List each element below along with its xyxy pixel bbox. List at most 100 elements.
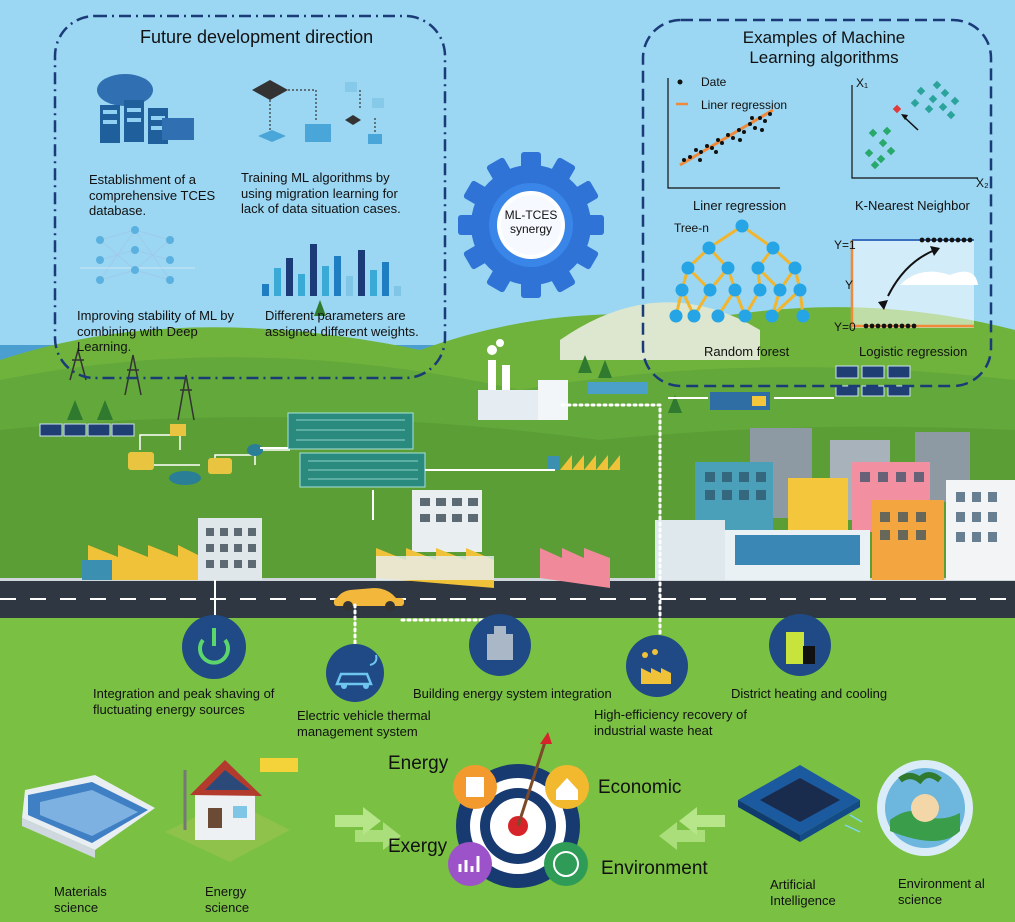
rf-edge (708, 224, 743, 250)
lr-point (694, 148, 698, 152)
field-energy: Energy science (205, 884, 250, 915)
rf-node (703, 283, 717, 297)
logit-dot-y1 (925, 237, 931, 243)
logistic-regression-chart (850, 237, 978, 329)
logit-y0: Y=0 (834, 320, 856, 334)
logit-dot-y0 (905, 323, 911, 329)
future-panel-title: Future development direction (140, 27, 374, 47)
factory-top (478, 339, 648, 420)
rf-node (793, 283, 807, 297)
ai-chip-icon (738, 765, 863, 842)
logit-dot-y0 (899, 323, 905, 329)
rf-tree-label: Tree-n (674, 221, 709, 235)
logit-dot-y1 (961, 237, 967, 243)
rf-node (766, 241, 780, 255)
ml-panel-title: Examples of Machine Learning algorithms (742, 28, 906, 68)
field-environment: Environment al science (898, 876, 985, 907)
rf-node (711, 309, 725, 323)
rf-node (788, 261, 802, 275)
rf-node (687, 309, 701, 323)
future-item-weights: Different parameters are assigned differ… (265, 308, 419, 339)
logit-dot-y0 (893, 323, 899, 329)
lr-point (682, 158, 686, 162)
lr-point (742, 130, 746, 134)
target-energy: Energy (388, 753, 449, 774)
rf-name: Random forest (704, 344, 790, 359)
database-icon (97, 74, 194, 144)
field-ai: Artificial Intelligence (770, 877, 836, 908)
app-energy-sources: Integration and peak shaving of fluctuat… (93, 686, 275, 717)
storage-modules (287, 412, 426, 488)
logit-dot-y0 (863, 323, 869, 329)
factory-small (548, 455, 620, 470)
lr-point (698, 158, 702, 162)
logit-dot-y1 (919, 237, 925, 243)
rf-node (669, 309, 683, 323)
lr-point (726, 133, 730, 137)
lr-point (768, 112, 772, 116)
logit-dot-y0 (911, 323, 917, 329)
lr-point (750, 116, 754, 120)
logit-dot-y1 (955, 237, 961, 243)
nn-nodes (96, 226, 174, 284)
logit-dot-y0 (881, 323, 887, 329)
lr-point (738, 138, 742, 142)
app-ev-thermal: Electric vehicle thermal management syst… (297, 708, 431, 739)
mountain-shape (560, 302, 760, 360)
target-economic: Economic (598, 777, 682, 798)
app-waste-heat: High-efficiency recovery of industrial w… (594, 707, 747, 738)
lr-point (714, 150, 718, 154)
rf-node (735, 219, 749, 233)
rf-node (773, 283, 787, 297)
lr-point (705, 144, 709, 148)
lr-legend-line: Liner regression (701, 98, 788, 112)
lr-point (753, 126, 757, 130)
lr-point (760, 128, 764, 132)
lr-point (758, 116, 762, 120)
rf-node (753, 283, 767, 297)
rf-node (702, 241, 716, 255)
rf-node (765, 309, 779, 323)
logit-dot-y1 (931, 237, 937, 243)
logit-dot-y1 (937, 237, 943, 243)
app-building-energy: Building energy system integration (413, 686, 612, 701)
lr-point (763, 119, 767, 123)
target-exergy: Exergy (388, 836, 448, 857)
future-item-database: Establishment of a comprehensive TCES da… (89, 172, 216, 219)
future-item-transfer-learning: Training ML algorithms by using migratio… (241, 170, 401, 217)
rf-node (738, 309, 752, 323)
lr-point (731, 136, 735, 140)
linear-regression-chart (667, 78, 780, 189)
lr-name: Liner regression (693, 198, 787, 213)
lr-point (710, 146, 714, 150)
flow-arrows (335, 807, 725, 850)
materials-science-icon (22, 775, 155, 858)
logit-y: Y (845, 278, 854, 292)
factory-left (82, 518, 262, 580)
target-environment: Environment (601, 858, 708, 879)
application-icons (182, 614, 831, 702)
energy-house-icon (165, 758, 298, 862)
transfer-learning-icon (252, 80, 384, 144)
logit-name: Logistic regression (859, 344, 968, 359)
environment-globe-icon (877, 760, 973, 856)
logit-dot-y1 (943, 237, 949, 243)
rf-node (721, 261, 735, 275)
logit-dot-y1 (967, 237, 973, 243)
logit-dot-y0 (869, 323, 875, 329)
knn-name: K-Nearest Neighbor (855, 198, 970, 213)
field-materials: Materials science (54, 884, 107, 915)
app-district-heating: District heating and cooling (731, 686, 888, 701)
logit-dot-y0 (875, 323, 881, 329)
target-icon (448, 732, 589, 888)
car (334, 588, 404, 611)
future-panel-border (53, 14, 447, 380)
buildings-middle (376, 490, 610, 588)
lr-legend-points: Date (701, 75, 727, 89)
random-forest-tree (669, 219, 810, 323)
weights-bar-icon (262, 244, 401, 296)
lr-point (716, 138, 720, 142)
future-item-deep-learning: Improving stability of ML by combining w… (77, 308, 235, 355)
rf-node (681, 261, 695, 275)
